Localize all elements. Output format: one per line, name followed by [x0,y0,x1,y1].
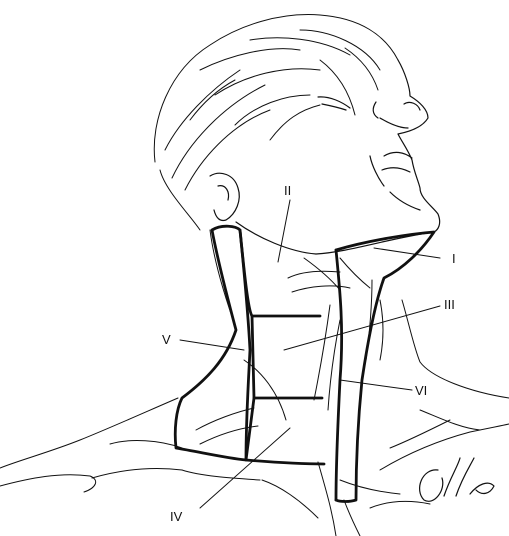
level-boundaries [175,226,434,501]
leader-III [284,306,440,350]
leader-II [278,200,290,262]
ear [210,173,239,220]
artist-signature [420,458,494,501]
face-profile [318,60,440,232]
label-level-II: II [284,184,291,197]
label-level-III: III [444,298,455,311]
leader-VI [340,380,412,390]
leader-V [180,340,244,350]
leader-I [374,248,440,258]
label-level-IV: IV [170,510,182,523]
neck-outline [110,230,509,536]
hair [154,15,398,230]
label-level-V: V [162,333,171,346]
label-level-I: I [452,252,456,265]
leader-lines [180,200,440,508]
label-level-VI: VI [415,384,427,397]
